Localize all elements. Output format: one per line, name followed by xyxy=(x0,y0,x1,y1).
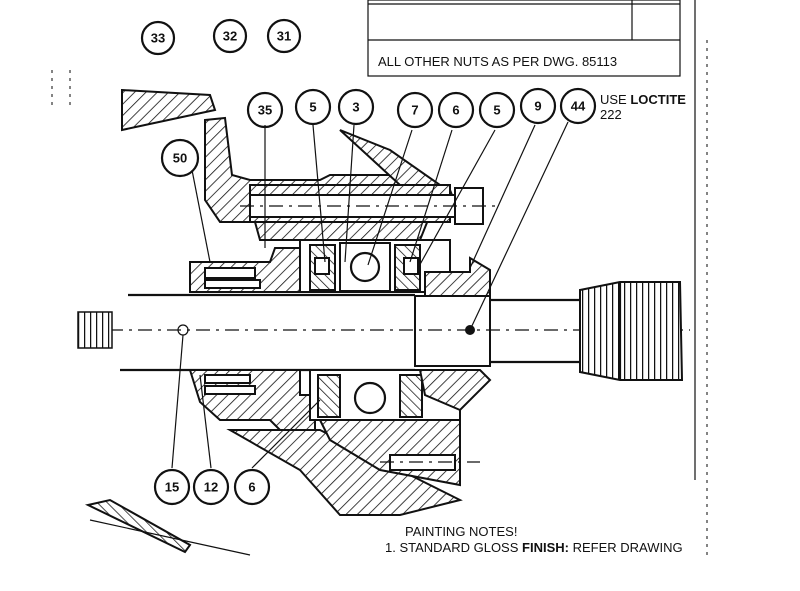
balloon-33: 33 xyxy=(151,31,165,46)
left-spline xyxy=(77,311,113,349)
right-spline xyxy=(579,281,684,381)
leader-lines xyxy=(171,121,569,469)
balloon-44: 44 xyxy=(571,99,586,114)
balloon-6b: 6 xyxy=(248,480,255,495)
loctite-grade: 222 xyxy=(600,107,622,122)
through-bolt xyxy=(240,187,500,225)
balloon-3: 3 xyxy=(352,100,359,115)
painting-item1-bold: FINISH: xyxy=(522,540,569,555)
seal-housing-top xyxy=(189,247,301,293)
bearing-top xyxy=(299,239,451,293)
balloon-5b: 5 xyxy=(493,103,500,118)
painting-item1-suffix: REFER DRAWING xyxy=(569,540,683,555)
loctite-note: USE LOCTITE 222 xyxy=(600,92,686,122)
svg-text:USE LOCTITE: USE LOCTITE xyxy=(600,92,686,107)
balloons-top-cut: 33 32 31 xyxy=(140,18,302,56)
note-table: ALL OTHER NUTS AS PER DWG. 85113 xyxy=(367,0,681,77)
balloon-7: 7 xyxy=(411,103,418,118)
balloon-9: 9 xyxy=(534,99,541,114)
balloon-15: 15 xyxy=(165,480,179,495)
balloon-31: 31 xyxy=(277,29,291,44)
balloons-top: 35 5 3 7 6 5 9 44 xyxy=(246,87,597,129)
balloons-bottom: 15 12 6 xyxy=(153,468,271,506)
balloon-12: 12 xyxy=(204,480,218,495)
balloon-35: 35 xyxy=(258,103,272,118)
lower-diagonal-flange xyxy=(84,498,251,556)
painting-notes-heading: PAINTING NOTES! xyxy=(405,524,517,539)
balloon-left: 50 xyxy=(160,138,200,178)
loctite-bold: LOCTITE xyxy=(630,92,686,107)
balloon-50: 50 xyxy=(173,151,187,166)
lower-housing xyxy=(188,369,492,516)
painting-notes: PAINTING NOTES! 1. STANDARD GLOSS FINISH… xyxy=(385,524,683,555)
balloon-32: 32 xyxy=(223,29,237,44)
balloon-5a: 5 xyxy=(309,100,316,115)
painting-item1-prefix: 1. STANDARD GLOSS xyxy=(385,540,522,555)
svg-text:1. STANDARD GLOSS FINISH: REF: 1. STANDARD GLOSS FINISH: REFER DRAWING xyxy=(385,540,683,555)
note-table-row-main: ALL OTHER NUTS AS PER DWG. 85113 xyxy=(378,54,617,69)
loctite-prefix: USE xyxy=(600,92,630,107)
balloon-6a: 6 xyxy=(452,103,459,118)
